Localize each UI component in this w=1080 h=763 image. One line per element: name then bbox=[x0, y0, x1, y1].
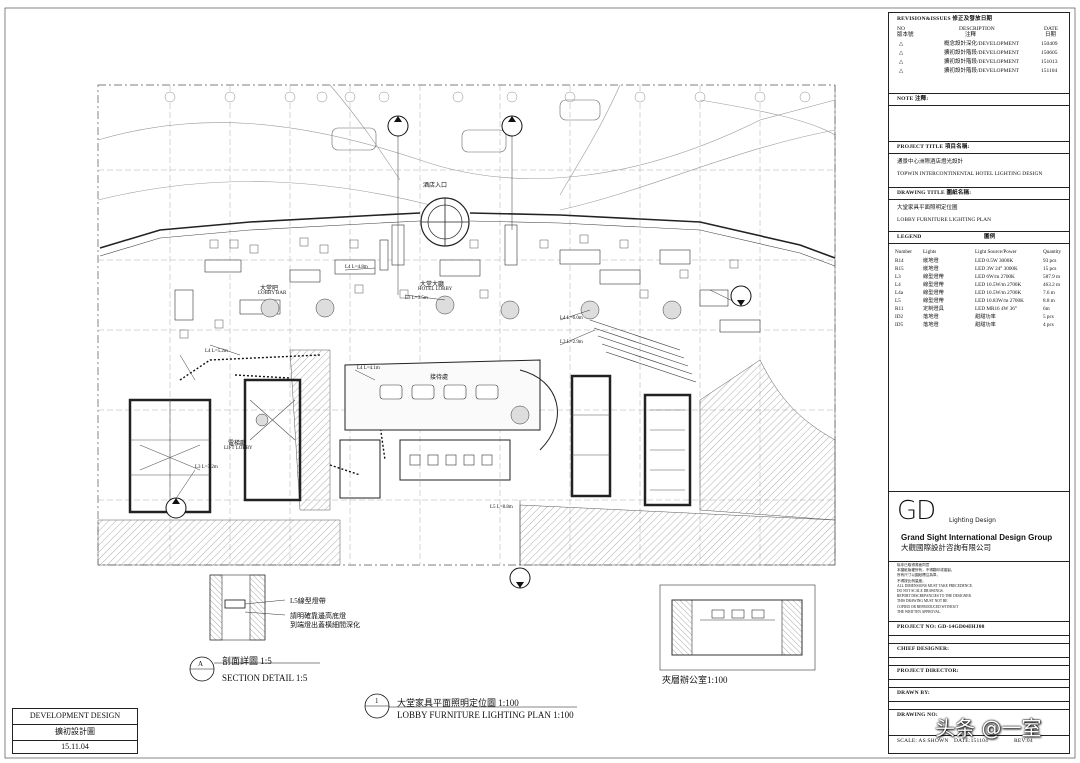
drawing-no-label: DRAWING NO: bbox=[897, 712, 938, 718]
chief-designer-label: CHIEF DESIGNER: bbox=[897, 646, 950, 652]
rev-col-desc: DESCRIPTION bbox=[959, 26, 995, 32]
callout-label: L4 L=4.1m bbox=[357, 366, 380, 371]
scale-label: SCALE: AS SHOWN bbox=[897, 738, 949, 744]
revision-triangle-icon: △ bbox=[899, 59, 904, 65]
mezzanine-title: 夾層辦公室1:100 bbox=[662, 675, 728, 685]
section-note: 請明確靠邊高底燈 bbox=[290, 612, 346, 620]
revolving-door-symbol bbox=[420, 197, 470, 247]
project-title-en: TOPWIN INTERCONTINENTAL HOTEL LIGHTING D… bbox=[897, 171, 1043, 177]
lobby-bar-label-en: LOBBY BAR bbox=[258, 291, 287, 296]
revision-triangle-icon: △ bbox=[899, 50, 904, 56]
plan-title-en: LOBBY FURNITURE LIGHTING PLAN 1:100 bbox=[397, 710, 574, 720]
revision-triangle-icon: △ bbox=[899, 41, 904, 47]
title-block: REVISION&ISSUES 修正及發放日期 NO DESCRIPTION D… bbox=[888, 12, 1070, 754]
revision-row: △ 概念設計深化/DEVELOPMENT 150409 bbox=[899, 41, 1058, 47]
section-title-zh: 剖面詳圖 1:5 bbox=[222, 656, 272, 666]
rev-col-desc-zh: 注釋 bbox=[965, 32, 977, 38]
project-director-label: PROJECT DIRECTOR: bbox=[897, 668, 959, 674]
callout-label: L4 L=6.0m bbox=[560, 316, 583, 321]
rev-col-no: NO bbox=[897, 26, 905, 32]
reception-label: 接待處 bbox=[430, 375, 449, 381]
revision-triangle-icon: △ bbox=[899, 68, 904, 74]
rev-col-date: DATE bbox=[1044, 26, 1059, 32]
entry-label: 酒店入口 bbox=[423, 183, 448, 189]
callout-label: L3 L=2.9m bbox=[560, 340, 583, 345]
revision-title: REVISION&ISSUES 修正及發放日期 bbox=[897, 16, 993, 22]
drawing-title-label: DRAWING TITLE 圖紙名稱: bbox=[897, 190, 972, 196]
plan-title-number: 1 bbox=[375, 697, 379, 705]
lobby-label-en: HOTEL LOBBY bbox=[418, 287, 453, 292]
section-letter: A bbox=[198, 660, 204, 668]
drawn-by-label: DRAWN BY: bbox=[897, 690, 930, 696]
plan-title-zh: 大堂家具平面照明定位圖 1:100 bbox=[397, 698, 519, 708]
company-name-en: Grand Sight International Design Group bbox=[901, 533, 1053, 542]
callout-label: L5 L=8.8m bbox=[490, 505, 513, 510]
callout-label: L3 L=3.5m bbox=[405, 296, 428, 301]
date-label: DATE:151104 bbox=[954, 738, 989, 744]
drawing-title-en: LOBBY FURNITURE LIGHTING PLAN bbox=[897, 217, 992, 223]
lobby-label-zh: 大堂大廳 bbox=[420, 282, 445, 288]
callout-label: L4 L=5.2m bbox=[205, 349, 228, 354]
rev-label: REV:04 bbox=[1014, 738, 1033, 744]
company-tagline: Lighting Design bbox=[949, 517, 996, 524]
stage-title-zh: 擴初設計圖 bbox=[13, 724, 137, 737]
watermark: 头条 @一室 bbox=[935, 716, 1042, 740]
drawing-title-zh: 大堂家具平面照明定位圖 bbox=[897, 205, 958, 211]
lobby-bar-label-zh: 大堂吧 bbox=[260, 286, 279, 292]
rev-col-date-zh: 日期 bbox=[1045, 32, 1057, 38]
revision-row: △ 擴初設計階段/DEVELOPMENT 151104 bbox=[899, 68, 1058, 74]
callout-label: L4 L=4.8m bbox=[345, 265, 368, 270]
project-title-zh: 通景中心洲際酒店燈光設計 bbox=[897, 159, 964, 165]
company-name-zh: 大觀國際設計咨詢有限公司 bbox=[901, 543, 991, 552]
rev-col-no-zh: 版本號 bbox=[897, 32, 914, 38]
stage-title: DEVELOPMENT DESIGN bbox=[29, 711, 121, 720]
legend-label-zh: 圖例 bbox=[984, 234, 996, 240]
project-title-label: PROJECT TITLE 項目名稱: bbox=[897, 144, 970, 150]
section-title-en: SECTION DETAIL 1:5 bbox=[222, 673, 308, 683]
callout-label: L3 L=3.2m bbox=[195, 465, 218, 470]
project-no-label: PROJECT NO: GD-14GD04IHJ08 bbox=[897, 624, 985, 630]
stage-box: DEVELOPMENT DESIGN 擴初設計圖 15.11.04 bbox=[12, 708, 138, 754]
company-logo: GD bbox=[897, 496, 936, 526]
lift-lobby-label-en: LIFT LOBBY bbox=[224, 446, 253, 451]
section-note: 到端燈出蓋橫細間深化 bbox=[290, 621, 360, 629]
legend-header: Number Lights Light Source/Power Quantit… bbox=[895, 249, 1062, 255]
note-label: NOTE 注釋: bbox=[897, 96, 929, 102]
revision-row: △ 擴初設計階段/DEVELOPMENT 150605 bbox=[899, 50, 1058, 56]
lift-lobby-label-zh: 電梯廳 bbox=[228, 441, 247, 447]
copyright-notice: 除非已取得書面同意本圖紙版權所有，不得翻印或複製。所有尺寸以圖紙標注為準， 不得… bbox=[897, 563, 973, 614]
legend-label: LEGEND bbox=[897, 234, 922, 240]
stage-date: 15.11.04 bbox=[13, 740, 137, 751]
revision-row: △ 擴初設計階段/DEVELOPMENT 151013 bbox=[899, 59, 1058, 65]
section-note: L5線型燈帶 bbox=[290, 597, 326, 605]
